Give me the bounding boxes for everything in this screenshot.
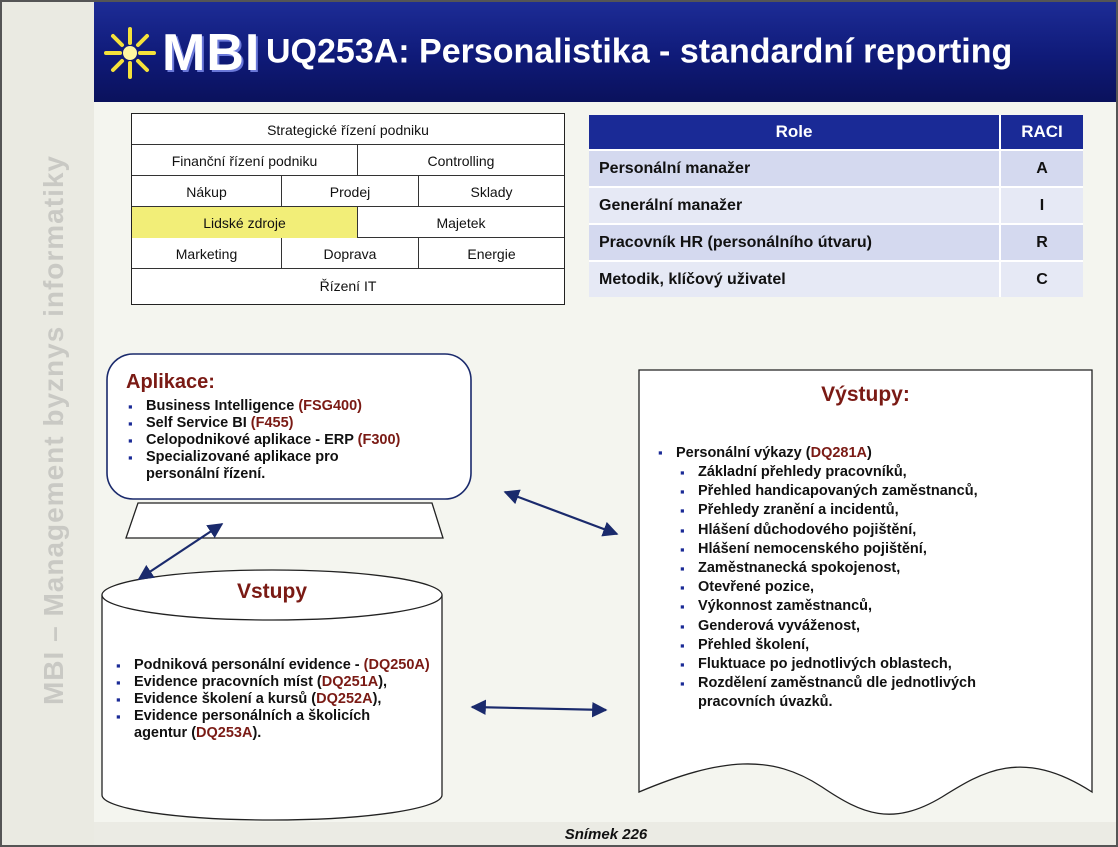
arrow-vstupy-to-vystupy [470, 699, 608, 718]
vystupy-title: Výstupy: [821, 383, 910, 406]
list-item: Podniková personální evidence - (DQ250A) [114, 657, 434, 674]
list-item: Přehled handicapovaných zaměstnanců, [678, 482, 1076, 501]
process-cell: Finanční řízení podniku [132, 145, 358, 176]
list-item: Self Service BI (F455) [126, 415, 456, 432]
list-item: Přehledy zranění a incidentů, [678, 501, 1076, 520]
header-bar: MBI UQ253A: Personalistika - standardní … [94, 2, 1116, 102]
list-item: Výkonnost zaměstnanců, [678, 597, 1076, 616]
raci-role: Pracovník HR (personálního útvaru) [599, 233, 872, 251]
process-row: Lidské zdroje Majetek [132, 207, 564, 238]
slide-title: UQ253A: Personalistika - standardní repo… [266, 32, 1013, 71]
process-cell: Nákup [132, 176, 282, 207]
process-cell: Strategické řízení podniku [267, 121, 429, 138]
mbi-logo: MBI [102, 22, 260, 84]
process-cell: Prodej [282, 176, 419, 207]
logo-text: MBI [162, 24, 261, 82]
list-item: Hlášení nemocenského pojištění, [678, 540, 1076, 559]
process-cell: Energie [467, 245, 516, 262]
list-item: Přehled školení, [678, 636, 1076, 655]
vystupy-list: Personální výkazy (DQ281A) Základní přeh… [656, 443, 1076, 713]
vystupy-sublist: Základní přehledy pracovníků, Přehled ha… [656, 463, 1076, 713]
list-item: Evidence personálních a školicích agentu… [114, 708, 424, 742]
list-item: Celopodnikové aplikace - ERP (F300) [126, 432, 456, 449]
list-item: Zaměstnanecká spokojenost, [678, 559, 1076, 578]
sidebar: MBI – Management byznys informatiky [2, 2, 94, 845]
raci-role: Generální manažer [599, 196, 743, 214]
aplikace-title: Aplikace: [126, 371, 215, 393]
list-item: Otevřené pozice, [678, 578, 1076, 597]
list-item: Základní přehledy pracovníků, [678, 463, 1076, 482]
raci-value: C [999, 262, 1083, 297]
process-cell: Sklady [470, 183, 513, 200]
list-item: Fluktuace po jednotlivých oblastech, [678, 655, 1076, 674]
list-item: Business Intelligence (FSG400) [126, 398, 456, 415]
process-cell: Majetek [436, 214, 486, 231]
process-cell: Controlling [427, 152, 495, 169]
arrow-app-to-vystupy [503, 489, 619, 537]
raci-role: Personální manažer [599, 159, 751, 177]
monitor-stand-shape [125, 502, 444, 539]
process-row: Řízení IT [132, 269, 564, 303]
sun-icon [104, 27, 156, 79]
process-grid: Strategické řízení podniku Finanční říze… [131, 113, 565, 305]
raci-value: R [999, 225, 1083, 260]
list-item: Rozdělení zaměstnanců dle jednotlivých p… [678, 674, 1038, 712]
process-cell-highlighted: Lidské zdroje [132, 207, 358, 238]
process-cell: Marketing [132, 238, 282, 269]
footer-bar: Snímek 226 [94, 822, 1116, 845]
slide-number: Snímek 226 [564, 826, 648, 843]
vstupy-list: Podniková personální evidence - (DQ250A)… [114, 657, 434, 742]
raci-header-raci: RACI [999, 115, 1083, 149]
list-item: Personální výkazy (DQ281A) [656, 443, 1076, 463]
raci-header-role: Role [775, 122, 813, 141]
process-row: Nákup Prodej Sklady [132, 176, 564, 207]
raci-row: Generální manažer I [589, 186, 1083, 223]
list-item: Evidence pracovních míst (DQ251A), [114, 674, 434, 691]
list-item: Genderová vyváženost, [678, 617, 1076, 636]
list-item: Evidence školení a kursů (DQ252A), [114, 691, 434, 708]
list-item: Specializované aplikace pro personální ř… [126, 449, 386, 483]
raci-row: Pracovník HR (personálního útvaru) R [589, 223, 1083, 260]
arrow-app-to-vstupy [137, 523, 224, 580]
raci-value: A [999, 151, 1083, 186]
database-cylinder-top [101, 569, 443, 621]
process-row: Finanční řízení podniku Controlling [132, 145, 564, 176]
raci-value: I [999, 188, 1083, 223]
list-item: Hlášení důchodového pojištění, [678, 521, 1076, 540]
process-row: Strategické řízení podniku [132, 114, 564, 145]
raci-role: Metodik, klíčový uživatel [599, 270, 786, 288]
vstupy-title: Vstupy [236, 580, 307, 603]
raci-header-row: Role RACI [589, 115, 1083, 149]
process-row: Marketing Doprava Energie [132, 238, 564, 269]
raci-row: Personální manažer A [589, 149, 1083, 186]
aplikace-list: Business Intelligence (FSG400) Self Serv… [126, 398, 456, 483]
raci-table: Role RACI Personální manažer A Generální… [589, 115, 1083, 303]
process-cell: Řízení IT [319, 278, 377, 294]
raci-row: Metodik, klíčový uživatel C [589, 260, 1083, 297]
process-cell: Doprava [282, 238, 419, 269]
